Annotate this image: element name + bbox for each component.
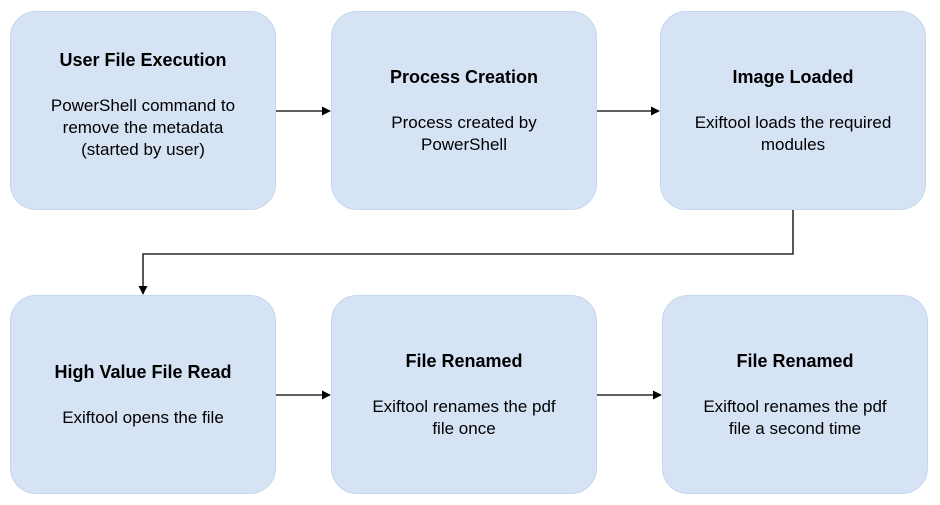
edge-image-loaded-to-high-value-file-read: [138, 210, 794, 295]
node-high-value-file-read: High Value File Read Exiftool opens the …: [10, 295, 276, 494]
node-title: File Renamed: [736, 350, 854, 371]
node-description: Exiftool opens the file: [62, 407, 224, 427]
node-title: Process Creation: [389, 66, 539, 87]
node-image-loaded: Image Loaded Exiftool loads the required…: [660, 11, 926, 210]
node-title: Image Loaded: [732, 66, 854, 87]
node-title: High Value File Read: [54, 361, 232, 382]
node-title: File Renamed: [405, 350, 523, 371]
node-title: User File Execution: [59, 49, 227, 70]
node-user-file-execution: User File Execution PowerShell command t…: [10, 11, 276, 210]
